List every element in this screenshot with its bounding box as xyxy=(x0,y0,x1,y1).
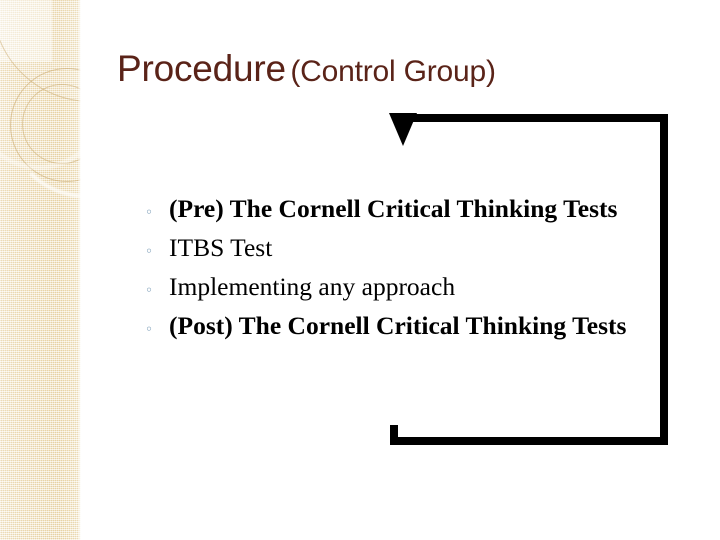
decorative-arc-sweep-lower-icon xyxy=(6,40,81,198)
page-title-main: Procedure xyxy=(117,48,286,89)
page-title: Procedure (Control Group) xyxy=(117,50,496,87)
bullet-list: ◦ (Pre) The Cornell Critical Thinking Te… xyxy=(146,196,691,352)
list-item: ◦ (Pre) The Cornell Critical Thinking Te… xyxy=(146,196,691,235)
list-item: ◦ Implementing any approach xyxy=(146,274,691,313)
list-item-label: (Post) The Cornell Critical Thinking Tes… xyxy=(169,311,627,340)
bullet-circle-icon: ◦ xyxy=(146,280,153,299)
bullet-circle-icon: ◦ xyxy=(146,202,153,221)
list-item-label: (Pre) The Cornell Critical Thinking Test… xyxy=(169,194,618,223)
list-item-label: ITBS Test xyxy=(169,233,273,262)
decorative-ring-large-icon xyxy=(0,0,81,102)
bracket-bottom-left-stub xyxy=(390,425,398,445)
decorative-ring-small-icon xyxy=(22,84,81,164)
bullet-circle-icon: ◦ xyxy=(146,319,153,338)
down-arrow-head-icon xyxy=(389,113,417,146)
sidebar-light-panel xyxy=(0,0,52,62)
decorative-sidebar xyxy=(0,0,81,540)
list-item: ◦ (Post) The Cornell Critical Thinking T… xyxy=(146,313,691,352)
sidebar-right-edge xyxy=(78,0,81,540)
list-item-label: Implementing any approach xyxy=(169,272,456,301)
sidebar-texture xyxy=(0,0,81,540)
decorative-arc-sweep-upper-icon xyxy=(0,0,81,170)
decorative-ring-mid-icon xyxy=(10,68,81,182)
list-item: ◦ ITBS Test xyxy=(146,235,691,274)
bracket-bottom-bar xyxy=(390,437,668,445)
bracket-top-bar xyxy=(404,114,668,122)
page-title-subtitle: (Control Group) xyxy=(290,55,496,88)
bullet-circle-icon: ◦ xyxy=(146,241,153,260)
